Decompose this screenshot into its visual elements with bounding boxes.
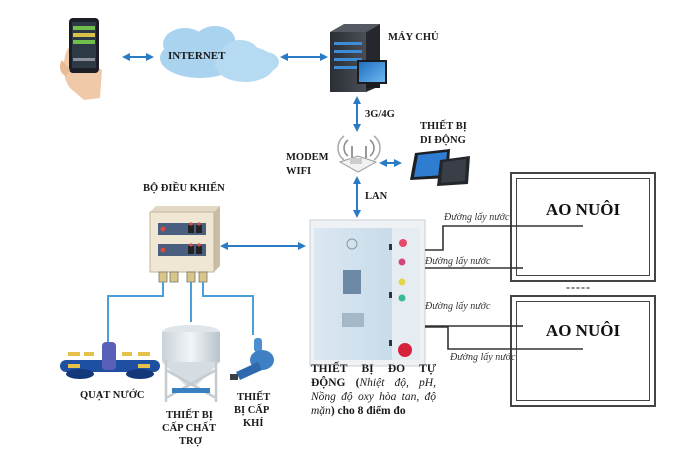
- paren-close: ): [330, 405, 335, 417]
- pond-2: AO NUÔI: [510, 295, 656, 407]
- air-blower-icon: [230, 338, 274, 380]
- air-supply-label-3: KHÍ: [243, 418, 264, 429]
- internet-label: INTERNET: [168, 50, 226, 62]
- water-fan-label: QUẠT NƯỚC: [80, 390, 145, 401]
- modem-icon: [337, 135, 381, 173]
- water-intake-label-4: Đường lấy nước: [450, 352, 516, 363]
- measuring-device-icon: [309, 219, 426, 367]
- server-label: MÁY CHỦ: [388, 32, 439, 43]
- controller-cables: [107, 282, 254, 345]
- measuring-device-description: THIẾT BỊ ĐO TỰ ĐỘNG (Nhiệt độ, pH, Nồng …: [311, 362, 436, 418]
- modem-label-2: WIFI: [286, 166, 312, 177]
- water-fan-icon: [60, 342, 160, 379]
- chemical-feeder-label-2: CẤP CHẤT: [162, 423, 216, 434]
- pond-ellipsis: -----: [566, 280, 591, 294]
- pond-1: AO NUÔI: [510, 172, 656, 282]
- measuring-device-points: cho 8 điểm đo: [334, 405, 406, 417]
- connection-3g4g-label: 3G/4G: [365, 109, 395, 120]
- modem-label-1: MODEM: [286, 152, 329, 163]
- controller-label: BỘ ĐIỀU KHIỂN: [143, 183, 225, 194]
- chemical-feeder-label-1: THIẾT BỊ: [166, 410, 213, 421]
- cloud-icon: [160, 26, 279, 82]
- mobile-device-label-1: THIẾT BỊ: [420, 121, 467, 132]
- pond-2-label: AO NUÔI: [545, 321, 621, 340]
- paren-open: (: [345, 377, 360, 389]
- server-icon: [330, 24, 387, 92]
- controller-icon: [149, 206, 220, 283]
- air-supply-label-2: BỊ CẤP: [234, 405, 270, 416]
- measuring-device-parameters: Nhiệt độ, pH, Nồng độ oxy hòa tan, độ mặ…: [311, 377, 436, 417]
- mobile-device-label-2: DI ĐỘNG: [420, 135, 466, 146]
- measuring-device-title: THIẾT BỊ ĐO TỰ ĐỘNG: [311, 363, 436, 389]
- connection-lan-label: LAN: [365, 191, 388, 202]
- tablet-icon: [410, 149, 470, 186]
- pond-2-inner-border: [516, 301, 650, 401]
- pond-1-inner-border: [516, 178, 650, 276]
- pond-1-label: AO NUÔI: [545, 200, 621, 219]
- water-intake-label-2: Đường lấy nước: [425, 256, 491, 267]
- chemical-feeder-icon: [162, 325, 220, 402]
- air-supply-label-1: THIẾT: [237, 392, 271, 403]
- smartphone-icon: [59, 18, 102, 100]
- water-intake-label-1: Đường lấy nước: [444, 212, 510, 223]
- water-intake-label-3: Đường lấy nước: [425, 301, 491, 312]
- chemical-feeder-label-3: TRỢ: [179, 436, 202, 447]
